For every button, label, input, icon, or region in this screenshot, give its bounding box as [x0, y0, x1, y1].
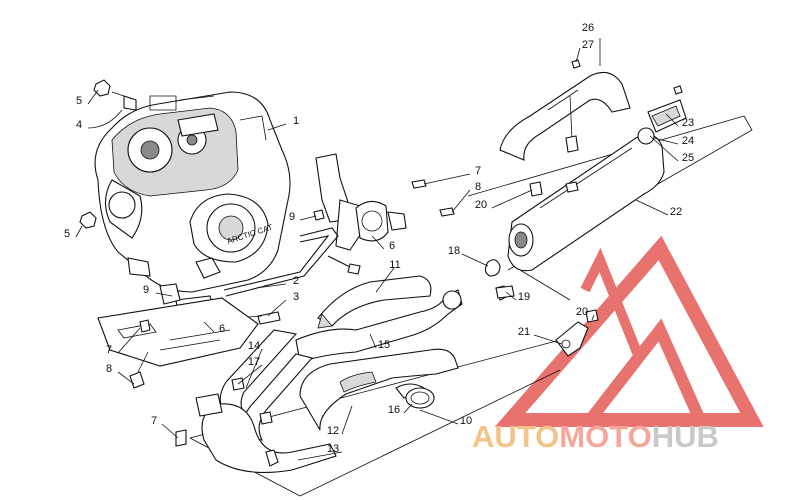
callout-20: 20: [475, 199, 487, 211]
lower-bracket: [97, 283, 281, 389]
callout-15: 15: [378, 339, 390, 351]
support-rod: [223, 227, 361, 297]
heat-shield: [499, 59, 631, 193]
callout-21: 21: [518, 326, 530, 338]
callout-3: 3: [293, 291, 299, 303]
muffler: [484, 133, 665, 301]
callout-16: 16: [388, 404, 400, 416]
callout-9: 9: [143, 284, 149, 296]
callout-24: 24: [682, 135, 694, 147]
engine-mount-bolts: [79, 79, 137, 229]
callout-5: 5: [76, 95, 82, 107]
automotohub-logo-icon: [494, 235, 764, 427]
callout-8: 8: [475, 181, 481, 193]
watermark-moto: MOTO: [559, 419, 651, 454]
callout-9: 9: [289, 211, 295, 223]
engine-assembly: ARCTIC CAT: [94, 91, 291, 293]
callout-20: 20: [576, 306, 588, 318]
callout-22: 22: [670, 206, 682, 218]
watermark-hub: HUB: [652, 419, 719, 454]
callout-17: 17: [248, 356, 260, 368]
callout-leaders: [75, 38, 679, 461]
callout-26: 26: [582, 22, 594, 34]
spark-arrestor: [637, 85, 687, 145]
callout-25: 25: [682, 152, 694, 164]
callout-7: 7: [475, 165, 481, 177]
front-head-pipe: [295, 275, 463, 363]
callout-1: 1: [293, 115, 299, 127]
callout-27: 27: [582, 39, 594, 51]
callout-6: 6: [389, 240, 395, 252]
mid-pipe: [299, 348, 459, 431]
callout-12: 12: [327, 425, 339, 437]
callout-13: 13: [327, 443, 339, 455]
callout-11: 11: [389, 259, 400, 271]
upper-mounting-bracket: [313, 153, 455, 251]
callout-2: 2: [293, 275, 299, 287]
watermark-text: AUTOMOTOHUB: [472, 419, 719, 454]
callout-6: 6: [219, 323, 225, 335]
callout-14: 14: [248, 340, 260, 352]
callout-4: 4: [76, 119, 82, 131]
callout-10: 10: [460, 415, 472, 427]
callout-18: 18: [448, 245, 460, 257]
rear-head-pipes: [175, 329, 337, 473]
callout-23: 23: [682, 117, 694, 129]
watermark-auto: AUTO: [472, 419, 559, 454]
callout-19: 19: [518, 291, 530, 303]
exhaust-clamp: [405, 387, 435, 409]
callout-5: 5: [64, 228, 70, 240]
callout-7: 7: [151, 415, 157, 427]
callout-7: 7: [106, 344, 112, 356]
callout-8: 8: [106, 363, 112, 375]
